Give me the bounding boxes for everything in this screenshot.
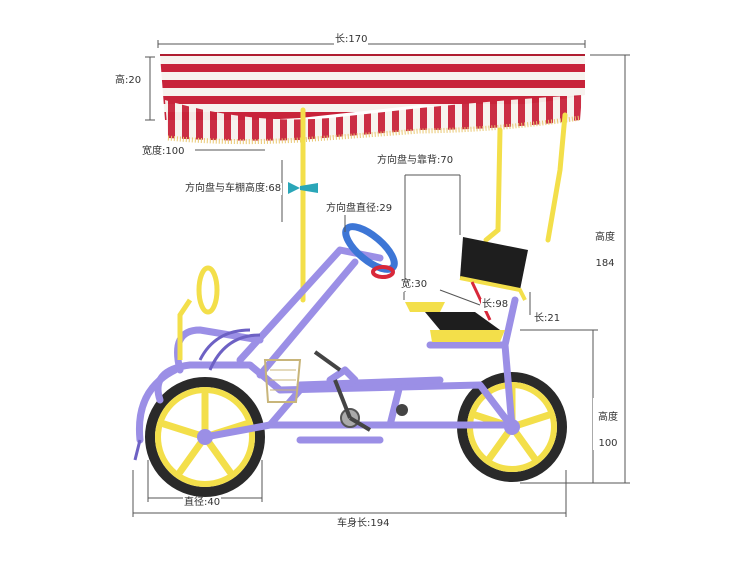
rear-steering-wheel xyxy=(177,265,220,360)
basket xyxy=(263,359,302,403)
rear-seat xyxy=(405,302,505,342)
body-height-value: 100 xyxy=(598,438,618,449)
steering-wheel xyxy=(342,223,398,279)
seatback-length-label: 长:21 xyxy=(533,313,562,325)
total-height-label: 高度 184 xyxy=(590,218,620,270)
steering-to-canopy-label: 方向盘与车棚高度:68 xyxy=(184,183,283,195)
canopy-poles xyxy=(300,107,568,303)
wheel-diameter-label: 直径:40 xyxy=(183,497,222,509)
bike-frame xyxy=(135,246,519,444)
canopy xyxy=(160,54,585,145)
seat-length-label: 长:98 xyxy=(481,299,510,311)
pedal-crank xyxy=(313,350,408,432)
dimension-lines xyxy=(132,40,630,517)
body-length-label: 车身长:194 xyxy=(336,518,391,530)
roof-length-label: 长:170 xyxy=(334,34,369,46)
roof-height-label: 高:20 xyxy=(114,75,143,87)
horn-icon xyxy=(288,182,318,194)
total-height-text: 高度 xyxy=(595,232,615,243)
body-height-text: 高度 xyxy=(598,412,618,423)
steering-diameter-label: 方向盘直径:29 xyxy=(325,203,394,215)
total-height-value: 184 xyxy=(595,258,615,269)
seat-width-label: 宽:30 xyxy=(400,279,429,291)
body-height-label: 高度 100 xyxy=(593,398,623,450)
roof-width-label: 宽度:100 xyxy=(141,146,186,158)
steering-to-seatback-label: 方向盘与靠背:70 xyxy=(376,155,455,167)
